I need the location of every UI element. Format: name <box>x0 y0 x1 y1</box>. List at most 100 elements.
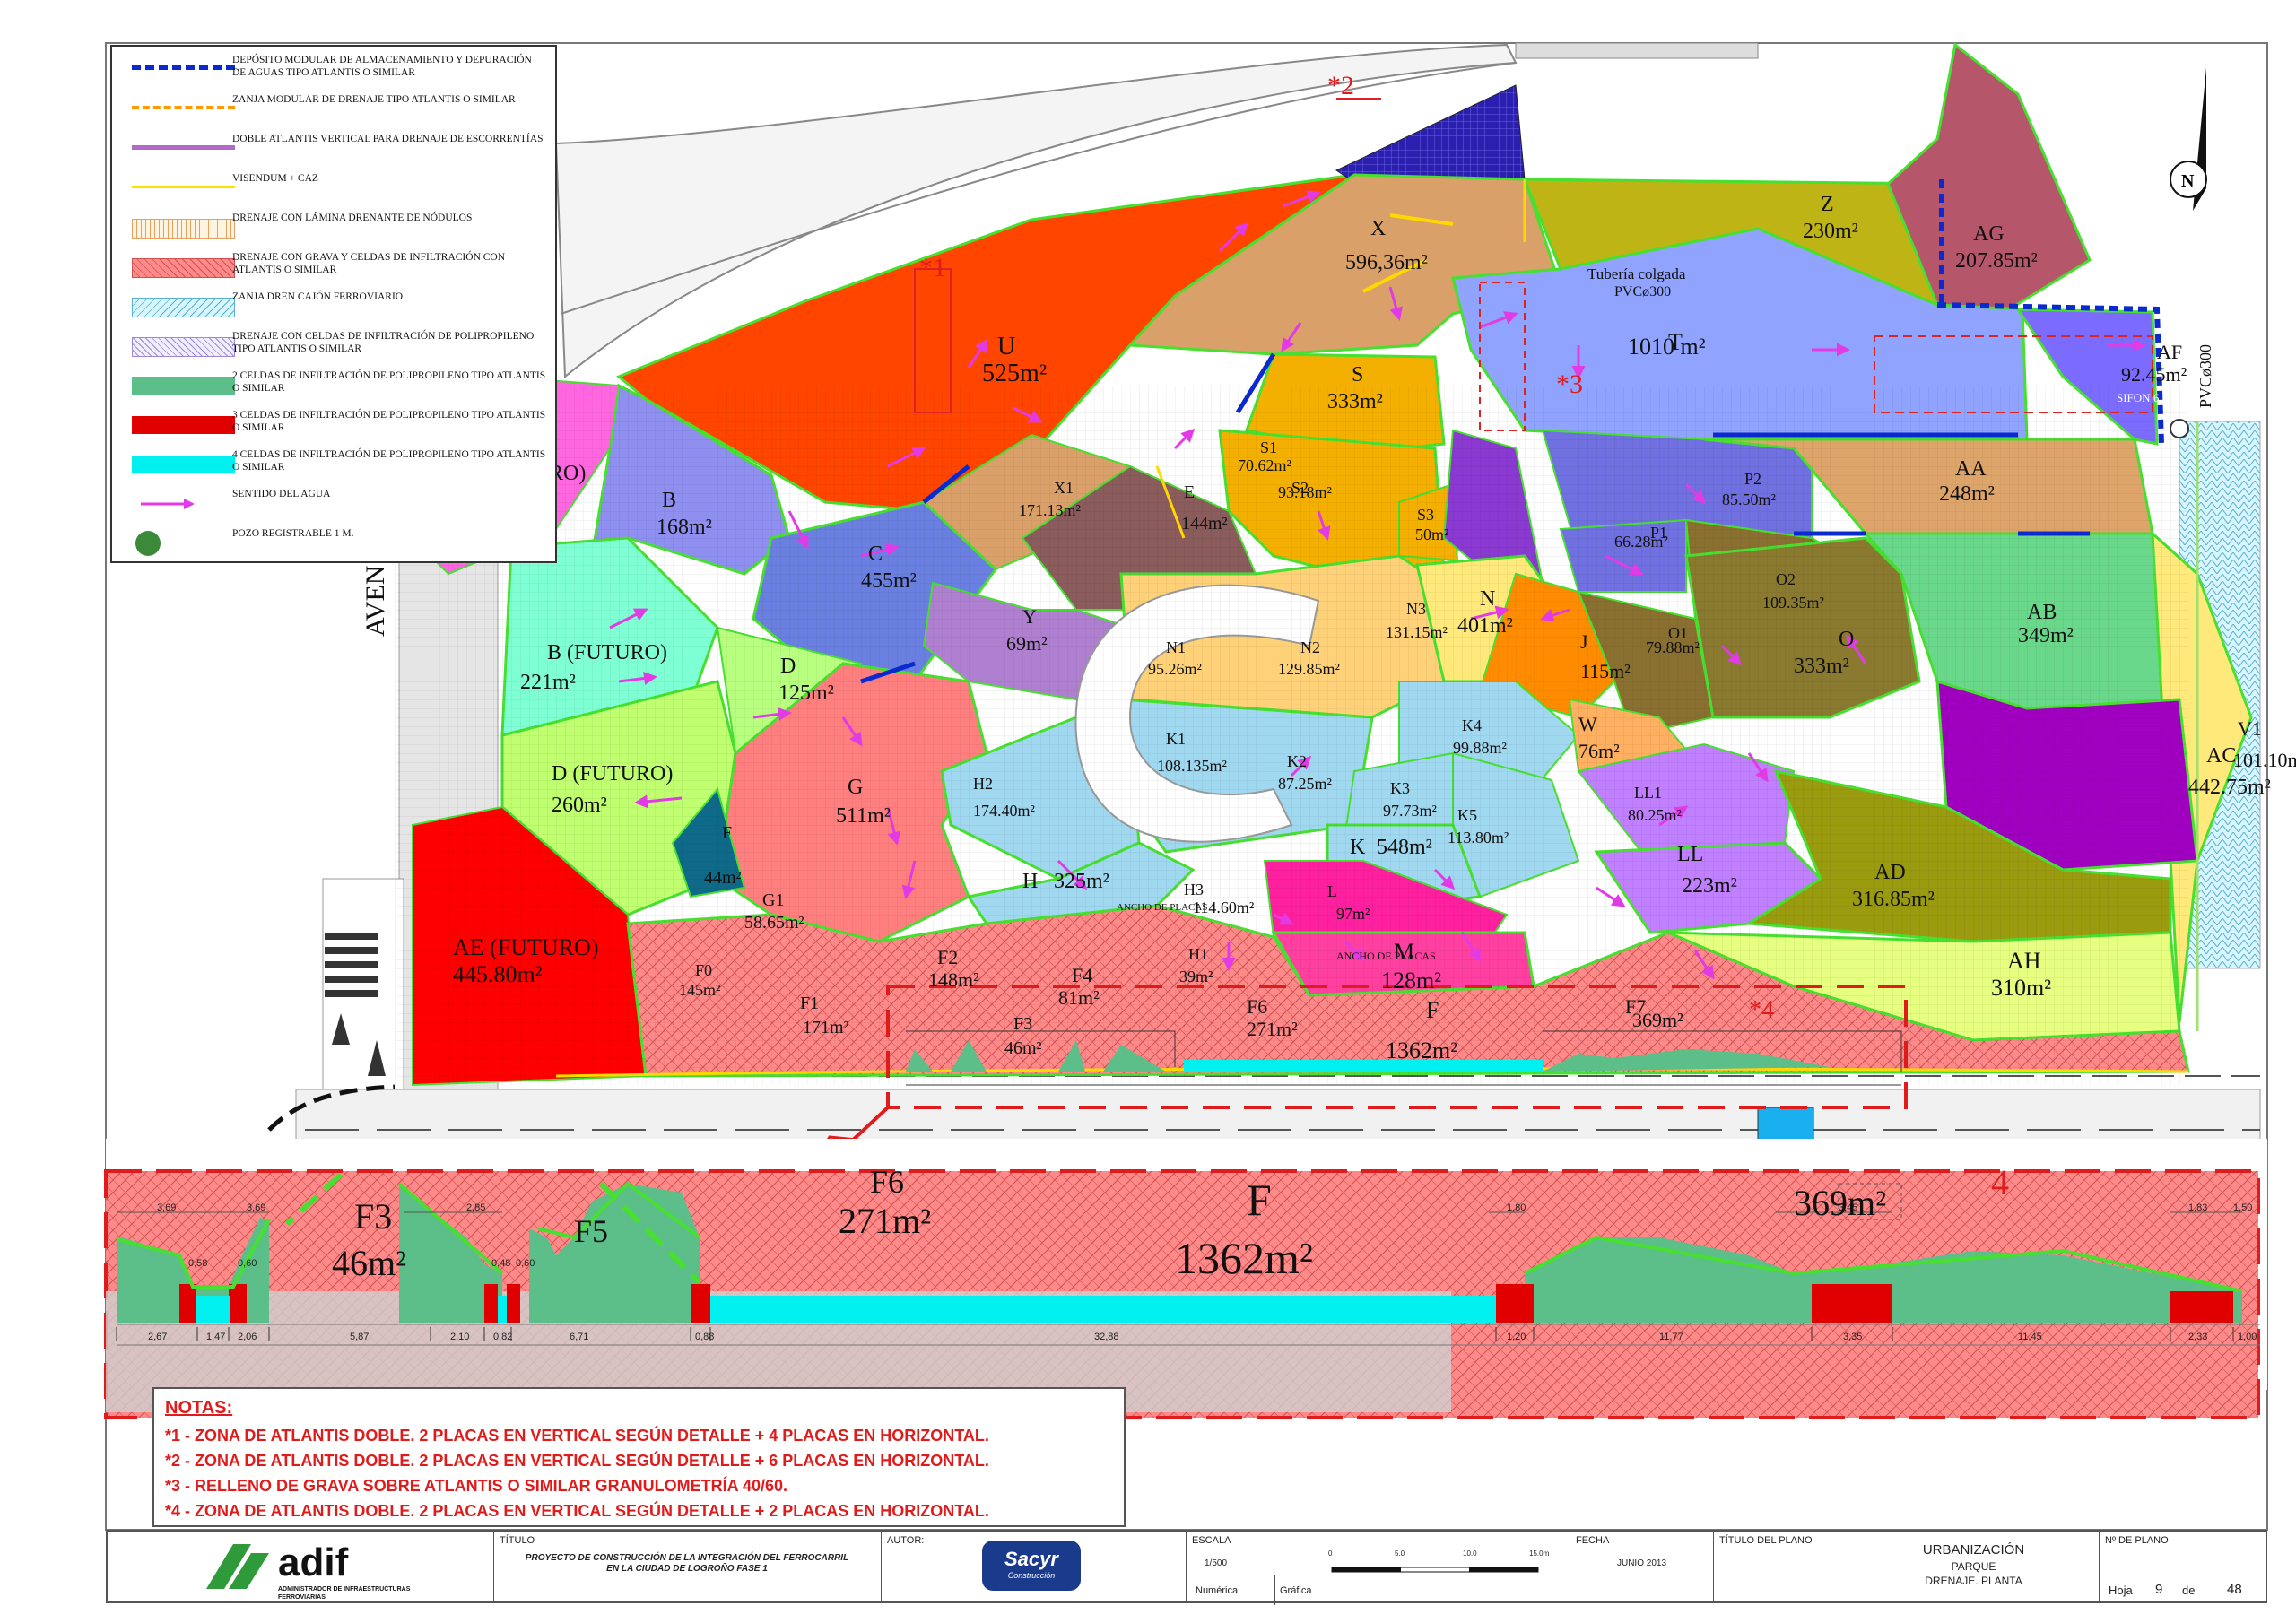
fill-cyan-icon <box>132 456 235 473</box>
notes-panel: NOTAS: *1 - ZONA DE ATLANTIS DOBLE. 2 PL… <box>152 1387 1126 1527</box>
author-cell: AUTOR: Sacyr Construcción <box>881 1532 1186 1601</box>
scale-divider <box>1274 1575 1275 1605</box>
zone-area-34: 260m² <box>552 794 607 817</box>
zone-name-3: AG <box>1973 222 2005 246</box>
zone-name-44: LL <box>1677 843 1703 866</box>
notes-title: NOTAS: <box>165 1398 233 1418</box>
dim-top-0: 3,69 <box>157 1202 176 1213</box>
zone-area-60: 1362m² <box>1386 1037 1457 1063</box>
zone-name-34: D (FUTURO) <box>552 762 673 785</box>
legend-label: DRENAJE CON LÁMINA DRENANTE DE NÓDULOS <box>232 213 473 223</box>
legend-item: DRENAJE CON LÁMINA DRENANTE DE NÓDULOS <box>112 210 555 246</box>
date-label: FECHA <box>1576 1535 1610 1546</box>
fill-green-icon <box>132 377 235 395</box>
zone-area-22: 129.85m² <box>1278 660 1340 678</box>
note-3: *3 - RELLENO DE GRAVA SOBRE ATLANTIS O S… <box>165 1477 788 1495</box>
hatch-red-icon <box>132 258 235 278</box>
adif-subtitle: ADMINISTRADOR DE INFRAESTRUCTURAS FERROV… <box>278 1586 411 1601</box>
zone-name-19: B (FUTURO) <box>547 641 667 664</box>
zone-area-57: 369m² <box>1632 1009 1683 1031</box>
zone-name-32: K4 <box>1462 716 1482 734</box>
zone-name-42: F <box>722 823 732 843</box>
sheet-title-label: TÍTULO DEL PLANO <box>1719 1535 1813 1546</box>
zone-area-0: 525m² <box>982 360 1047 387</box>
dim-top-6: 1,50 <box>2233 1202 2252 1213</box>
zone-area-28: 125m² <box>778 681 834 705</box>
note-1: *1 - ZONA DE ATLANTIS DOBLE. 2 PLACAS EN… <box>165 1427 989 1445</box>
zone-name-23: N3 <box>1406 600 1426 618</box>
zone-area-31: 87.25m² <box>1278 775 1332 793</box>
legend-item: SENTIDO DEL AGUA <box>112 486 555 522</box>
zone-name-28: D <box>780 655 796 678</box>
zone-area-44: 223m² <box>1682 874 1737 898</box>
map-note-markers <box>808 98 2153 1174</box>
zone-name-51: H1 <box>1188 945 1208 963</box>
zone-name-9: S3 <box>1417 506 1434 524</box>
scale-tick-0: 0 <box>1328 1549 1333 1558</box>
sheet-value: 9 <box>2155 1582 2163 1597</box>
zone-name-37: K3 <box>1390 779 1410 797</box>
dim-top-2: 2,85 <box>466 1202 485 1213</box>
zone-name-47: H3 <box>1184 881 1204 898</box>
zone-name-29: V1 <box>2238 717 2262 740</box>
zone-name-25: J <box>1580 630 1588 653</box>
zone-name-17: O2 <box>1776 570 1796 588</box>
sheet-number-cell: Nº DE PLANO Hoja 9 de 48 <box>2099 1532 2267 1601</box>
legend-label: ZANJA MODULAR DE DRENAJE TIPO ATLANTIS O… <box>232 94 516 105</box>
sacyr-logo-sub: Construcción <box>1007 1571 1056 1580</box>
zone-area-53: 310m² <box>1991 975 2051 1001</box>
zone-area-19: 221m² <box>520 671 576 694</box>
zone-name-58: F1 <box>800 994 819 1013</box>
detail-section <box>104 1139 2267 1419</box>
hatch-cyan-icon <box>132 298 235 317</box>
dim-bottom-8: 32,88 <box>1094 1332 1119 1342</box>
zone-area-24: 401m² <box>1457 614 1513 638</box>
zone-area-49: 445.80m² <box>453 961 543 987</box>
zone-area-32: 99.88m² <box>1453 739 1507 757</box>
dim-bottom-1: 1,47 <box>206 1332 225 1342</box>
scale-bar-icon <box>1331 1567 1539 1573</box>
zone-area-39: 442.75m² <box>2188 776 2271 799</box>
zone-area-47: 114.60m² <box>1193 898 1254 916</box>
zone-area-8: 93.18m² <box>1278 483 1332 501</box>
zone-name-27: O <box>1839 628 1854 651</box>
sheet-title-cell: TÍTULO DEL PLANO URBANIZACIÓN PARQUE DRE… <box>1713 1532 2233 1601</box>
note-marker-3: *3 <box>1556 369 1583 399</box>
zone-area-58: 171m² <box>803 1018 849 1037</box>
zone-name-60: F <box>1426 997 1439 1023</box>
street-name: AVEN <box>361 566 390 637</box>
scale-tick-15: 15.0m <box>1529 1549 1550 1558</box>
zone-name-12: E <box>1184 482 1195 502</box>
detail-area-F7: 369m² <box>1794 1183 1886 1223</box>
zone-area-5: 92.45m² <box>2121 363 2187 386</box>
siphon-label: SIFON 6 <box>2117 391 2160 404</box>
detail-zone-F: F <box>1247 1175 1272 1225</box>
adif-logo-text: adif <box>278 1541 349 1584</box>
zone-name-21: N1 <box>1166 638 1186 656</box>
dim-bottom-12: 11,45 <box>2018 1332 2042 1342</box>
legend-item: ZANJA DREN CAJÓN FERROVIARIO <box>112 289 555 325</box>
dim-bottom-13: 2,33 <box>2188 1332 2207 1342</box>
zone-name-16: P1 <box>1650 524 1667 542</box>
manhole-icon <box>2170 419 2189 438</box>
scale-tick-5: 5.0 <box>1395 1549 1405 1558</box>
dim-bottom-9: 1,20 <box>1507 1332 1526 1342</box>
zone-name-53: AH <box>2007 948 2041 974</box>
zone-area-10: 168m² <box>657 516 712 539</box>
dim-top-3: 1,80 <box>1507 1202 1526 1213</box>
zone-area-15: 455m² <box>861 569 917 593</box>
dim-top-10: 0,60 <box>516 1258 535 1269</box>
zone-area-25: 115m² <box>1580 660 1631 682</box>
zone-name-14: AA <box>1955 457 1987 481</box>
sheet-title-line-2: PARQUE <box>1951 1560 1996 1573</box>
dash-orange-icon <box>132 100 235 118</box>
legend-label: ZANJA DREN CAJÓN FERROVIARIO <box>232 291 404 302</box>
zone-area-9: 50m² <box>1415 525 1448 543</box>
sheet-title-line-1: URBANIZACIÓN <box>1922 1542 2025 1558</box>
zone-name-55: F4 <box>1072 964 1092 986</box>
network-lines <box>555 179 2199 1078</box>
zone-area-30: 108.135m² <box>1157 757 1227 775</box>
zone-name-0: U <box>997 333 1015 360</box>
zone-name-22: N2 <box>1300 638 1320 656</box>
